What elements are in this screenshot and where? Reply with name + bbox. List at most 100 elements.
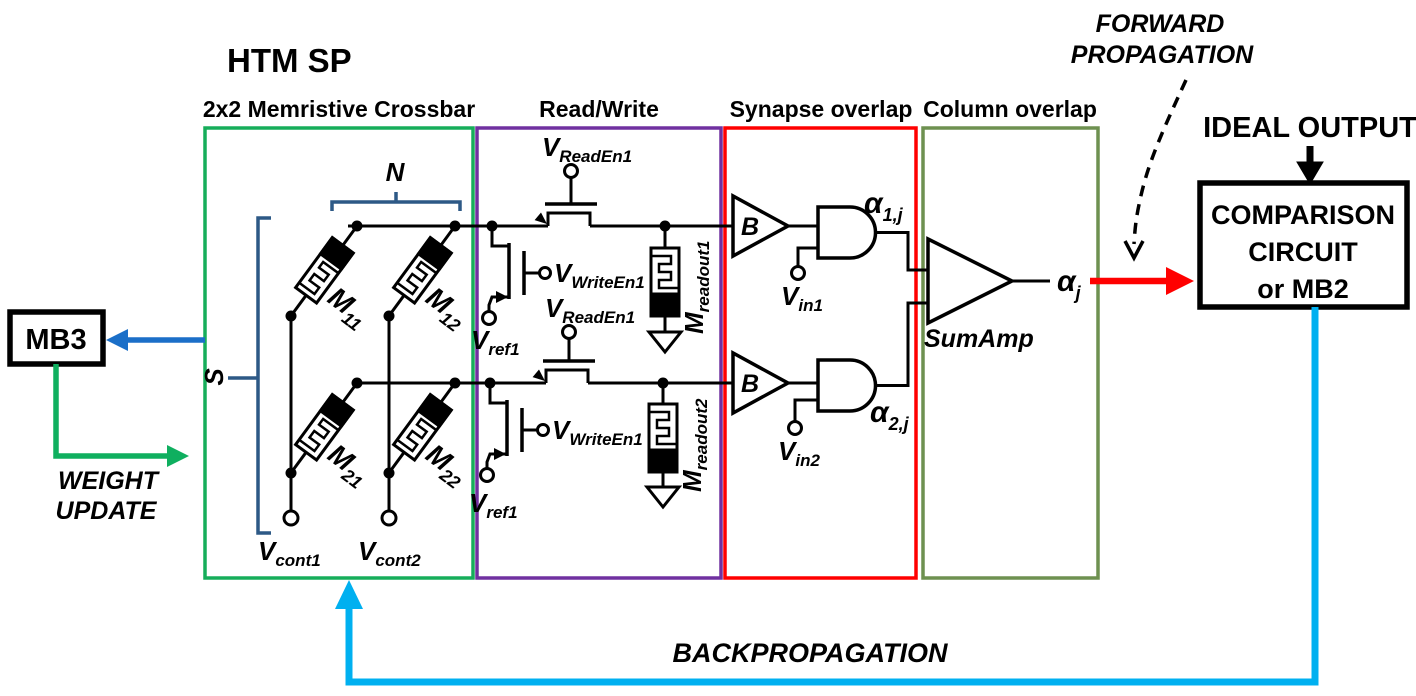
crossbar-wires bbox=[289, 224, 733, 511]
vcont2-terminal bbox=[380, 509, 398, 527]
readout-memristor-1 bbox=[647, 226, 683, 354]
write-transistor-2 bbox=[479, 383, 550, 483]
blue-feedback-arrow bbox=[106, 329, 205, 351]
vcont1-label: Vcont1 bbox=[258, 536, 321, 570]
vwriteen1-terminal bbox=[538, 266, 552, 280]
forward-propagation-label-1: FORWARD bbox=[1096, 10, 1225, 38]
sumamp-label: SumAmp bbox=[924, 325, 1034, 353]
vref1-label-2: Vref1 bbox=[469, 488, 518, 522]
vref1-terminal bbox=[481, 310, 497, 326]
vin1-label: Vin1 bbox=[781, 281, 823, 315]
vreaden1-terminal bbox=[561, 324, 577, 340]
and1-output-wire bbox=[875, 231, 928, 272]
mreadout2-label: Mreadout2 bbox=[677, 398, 711, 492]
junction-dot bbox=[383, 310, 395, 322]
weight-update-label-1: WEIGHT bbox=[58, 467, 161, 495]
vin1-terminal bbox=[790, 265, 806, 281]
svg-text:Mreadout2: Mreadout2 bbox=[677, 398, 711, 492]
buffer-b1 bbox=[731, 193, 792, 259]
junction-dot bbox=[285, 467, 297, 479]
mb3-label: MB3 bbox=[25, 324, 86, 356]
buffer-b2-label: B bbox=[741, 370, 759, 398]
mb3-box bbox=[7, 309, 106, 367]
memristor-m11 bbox=[278, 216, 369, 326]
buffer-b2 bbox=[731, 350, 792, 416]
crossbar-section-label: 2x2 Memristive Crossbar bbox=[203, 96, 475, 122]
write-transistor-1 bbox=[481, 226, 552, 326]
vin2-terminal bbox=[787, 420, 803, 436]
alphaj-label: αj bbox=[1057, 265, 1082, 303]
comparison-line2: CIRCUIT bbox=[1248, 237, 1358, 267]
alpha1j-label: α1,j bbox=[864, 187, 904, 225]
n-bracket bbox=[330, 192, 462, 211]
vreaden1-terminal bbox=[563, 163, 579, 179]
vref1-label: Vref1 bbox=[471, 325, 520, 359]
vin1-input bbox=[790, 246, 818, 281]
weight-update-label-2: UPDATE bbox=[56, 497, 158, 525]
backpropagation-arrow bbox=[335, 307, 1319, 686]
ground-icon bbox=[645, 485, 681, 509]
comparison-line1: COMPARISON bbox=[1211, 200, 1395, 230]
column-section-box bbox=[921, 126, 1100, 580]
junction-dot bbox=[657, 377, 669, 389]
junction-dot bbox=[383, 467, 395, 479]
vreaden1-label: VReadEn1 bbox=[542, 132, 632, 166]
ideal-output-label: IDEAL OUTPUT bbox=[1203, 112, 1416, 144]
backpropagation-label: BACKPROPAGATION bbox=[673, 638, 948, 668]
vwriteen1-terminal bbox=[536, 423, 550, 437]
readout-memristor-2 bbox=[645, 383, 681, 509]
n-label: N bbox=[386, 157, 406, 187]
ground-icon bbox=[647, 330, 683, 354]
sumamp-triangle bbox=[926, 236, 1016, 326]
read-transistor-1 bbox=[534, 163, 597, 226]
synapse-section-box bbox=[723, 126, 918, 580]
ideal-output-arrow bbox=[1296, 146, 1324, 185]
transistor-arrow bbox=[534, 212, 547, 224]
and2-output-wire bbox=[875, 301, 928, 387]
readwrite-section-label: Read/Write bbox=[539, 96, 659, 122]
forward-propagation-label-2: PROPAGATION bbox=[1071, 41, 1254, 69]
dashed-arrowhead bbox=[1123, 240, 1145, 262]
vin2-input bbox=[787, 398, 818, 436]
vwriteen1-label: VWriteEn1 bbox=[554, 258, 645, 292]
transistor-arrow bbox=[532, 369, 545, 381]
s-label: S bbox=[199, 368, 229, 386]
vwriteen1-label-2: VWriteEn1 bbox=[552, 415, 643, 449]
memristor-m21 bbox=[278, 373, 369, 483]
vin2-label: Vin2 bbox=[778, 436, 820, 470]
junction-dot bbox=[351, 220, 363, 232]
memristor-m22 bbox=[376, 373, 467, 483]
junction-dots bbox=[285, 220, 671, 479]
vcont1-terminal bbox=[282, 509, 300, 527]
forward-propagation-arrow bbox=[1123, 79, 1188, 262]
mreadout1-label: Mreadout1 bbox=[679, 241, 713, 334]
weight-update-arrow bbox=[53, 364, 189, 467]
red-output-arrow bbox=[1090, 267, 1194, 295]
junction-dot bbox=[449, 377, 461, 389]
junction-dot bbox=[351, 377, 363, 389]
svg-text:Mreadout1: Mreadout1 bbox=[679, 241, 713, 334]
readwrite-section-box bbox=[475, 126, 723, 580]
column-section-label: Column overlap bbox=[923, 96, 1097, 122]
and-gate-2 bbox=[816, 358, 878, 413]
vreaden1-label-2: VReadEn1 bbox=[545, 293, 635, 327]
junction-dot bbox=[484, 377, 496, 389]
junction-dot bbox=[285, 310, 297, 322]
alpha2j-label: α2,j bbox=[870, 396, 910, 434]
read-transistor-2 bbox=[532, 324, 595, 383]
crossbar-section-box bbox=[203, 126, 475, 580]
junction-dot bbox=[659, 220, 671, 232]
synapse-section-label: Synapse overlap bbox=[730, 96, 913, 122]
page-title: HTM SP bbox=[227, 42, 352, 79]
comparison-box bbox=[1197, 180, 1410, 310]
comparison-line3: or MB2 bbox=[1257, 274, 1349, 304]
vcont2-label: Vcont2 bbox=[358, 536, 421, 570]
transistor-arrow bbox=[494, 448, 506, 460]
vref1-terminal bbox=[479, 467, 495, 483]
memristor-m12 bbox=[376, 216, 467, 326]
transistor-arrow bbox=[496, 291, 508, 303]
junction-dot bbox=[486, 220, 498, 232]
s-brace bbox=[228, 216, 271, 535]
